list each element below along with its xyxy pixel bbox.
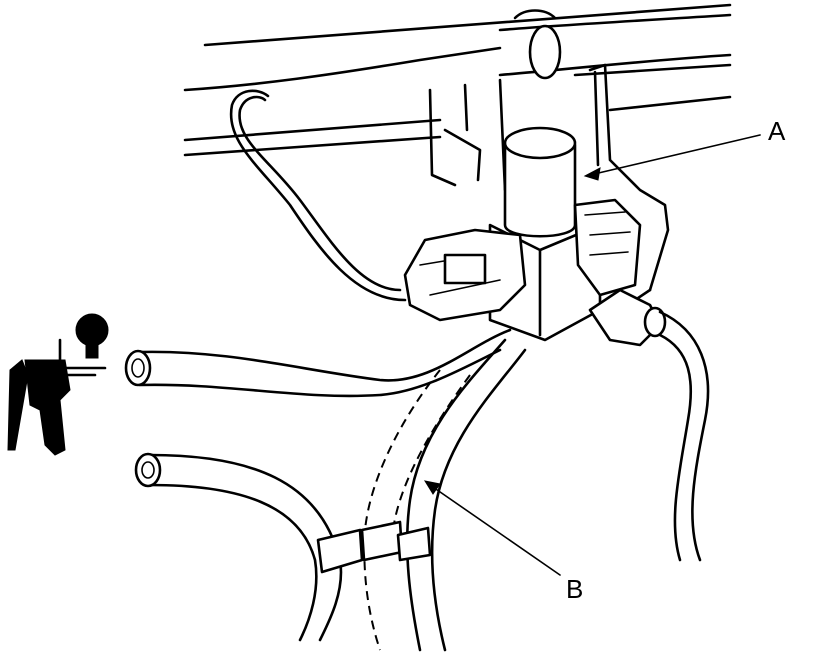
- upper-frame: [183, 3, 732, 157]
- hose-b: [363, 338, 527, 652]
- mounting-bracket: [428, 63, 670, 302]
- callout-label-b: B: [566, 574, 584, 604]
- upper-hose: [124, 328, 512, 398]
- hose-clips: [316, 520, 432, 574]
- vacuum-pump-icon: [7, 313, 109, 456]
- leader-lines: [423, 134, 761, 576]
- lower-hose: [134, 452, 343, 642]
- right-hose: [658, 310, 710, 562]
- solenoid-valve: [403, 126, 667, 347]
- callout-label-a: A: [768, 116, 786, 146]
- wire-harness: [229, 89, 407, 302]
